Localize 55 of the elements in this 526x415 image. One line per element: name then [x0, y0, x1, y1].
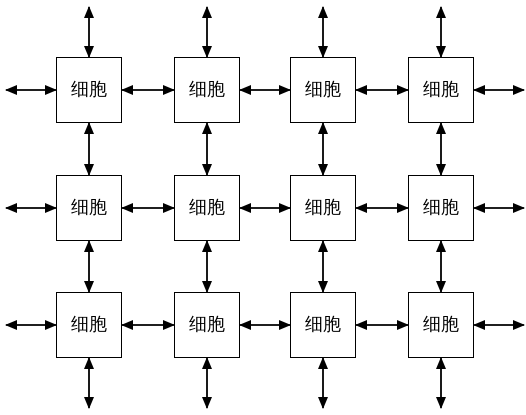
double-arrow	[318, 6, 328, 58]
double-arrow	[202, 6, 212, 58]
cell-box	[174, 57, 240, 123]
double-arrow	[318, 357, 328, 409]
double-arrow	[121, 203, 175, 213]
double-arrow	[84, 6, 94, 58]
cell-label: 细胞	[423, 196, 459, 220]
double-arrow	[84, 357, 94, 409]
double-arrow	[436, 240, 446, 293]
cell-box	[290, 292, 356, 358]
double-arrow	[239, 203, 291, 213]
cell-box	[290, 57, 356, 123]
double-arrow	[436, 122, 446, 176]
double-arrow	[121, 85, 175, 95]
cell-box	[408, 292, 474, 358]
double-arrow	[5, 320, 57, 330]
cell-label: 细胞	[71, 78, 107, 102]
cell-label: 细胞	[305, 78, 341, 102]
double-arrow	[239, 85, 291, 95]
cell-label: 细胞	[71, 314, 107, 336]
double-arrow	[202, 240, 212, 293]
cell-label: 细胞	[189, 196, 225, 220]
double-arrow	[84, 240, 94, 293]
cell-label: 细胞	[423, 78, 459, 102]
cell-label: 细胞	[71, 196, 107, 220]
double-arrow	[202, 357, 212, 409]
double-arrow	[202, 122, 212, 176]
double-arrow	[84, 122, 94, 176]
double-arrow	[355, 85, 409, 95]
double-arrow	[318, 122, 328, 176]
double-arrow	[473, 320, 525, 330]
double-arrow	[121, 320, 175, 330]
cell-box	[290, 175, 356, 241]
double-arrow	[239, 320, 291, 330]
cell-box	[408, 57, 474, 123]
double-arrow	[436, 357, 446, 409]
double-arrow	[355, 203, 409, 213]
double-arrow	[473, 85, 525, 95]
cell-box	[174, 175, 240, 241]
cell-label: 细胞	[189, 78, 225, 102]
cell-label: 细胞	[189, 314, 225, 336]
cell-label: 细胞	[423, 314, 459, 336]
double-arrow	[355, 320, 409, 330]
cell-box	[56, 175, 122, 241]
cell-label: 细胞	[305, 196, 341, 220]
double-arrow	[5, 85, 57, 95]
cell-box	[56, 292, 122, 358]
cell-box	[174, 292, 240, 358]
double-arrow	[473, 203, 525, 213]
double-arrow	[5, 203, 57, 213]
double-arrow	[318, 240, 328, 293]
cell-label: 细胞	[305, 314, 341, 336]
cell-box	[408, 175, 474, 241]
double-arrow	[436, 6, 446, 58]
cell-box	[56, 57, 122, 123]
